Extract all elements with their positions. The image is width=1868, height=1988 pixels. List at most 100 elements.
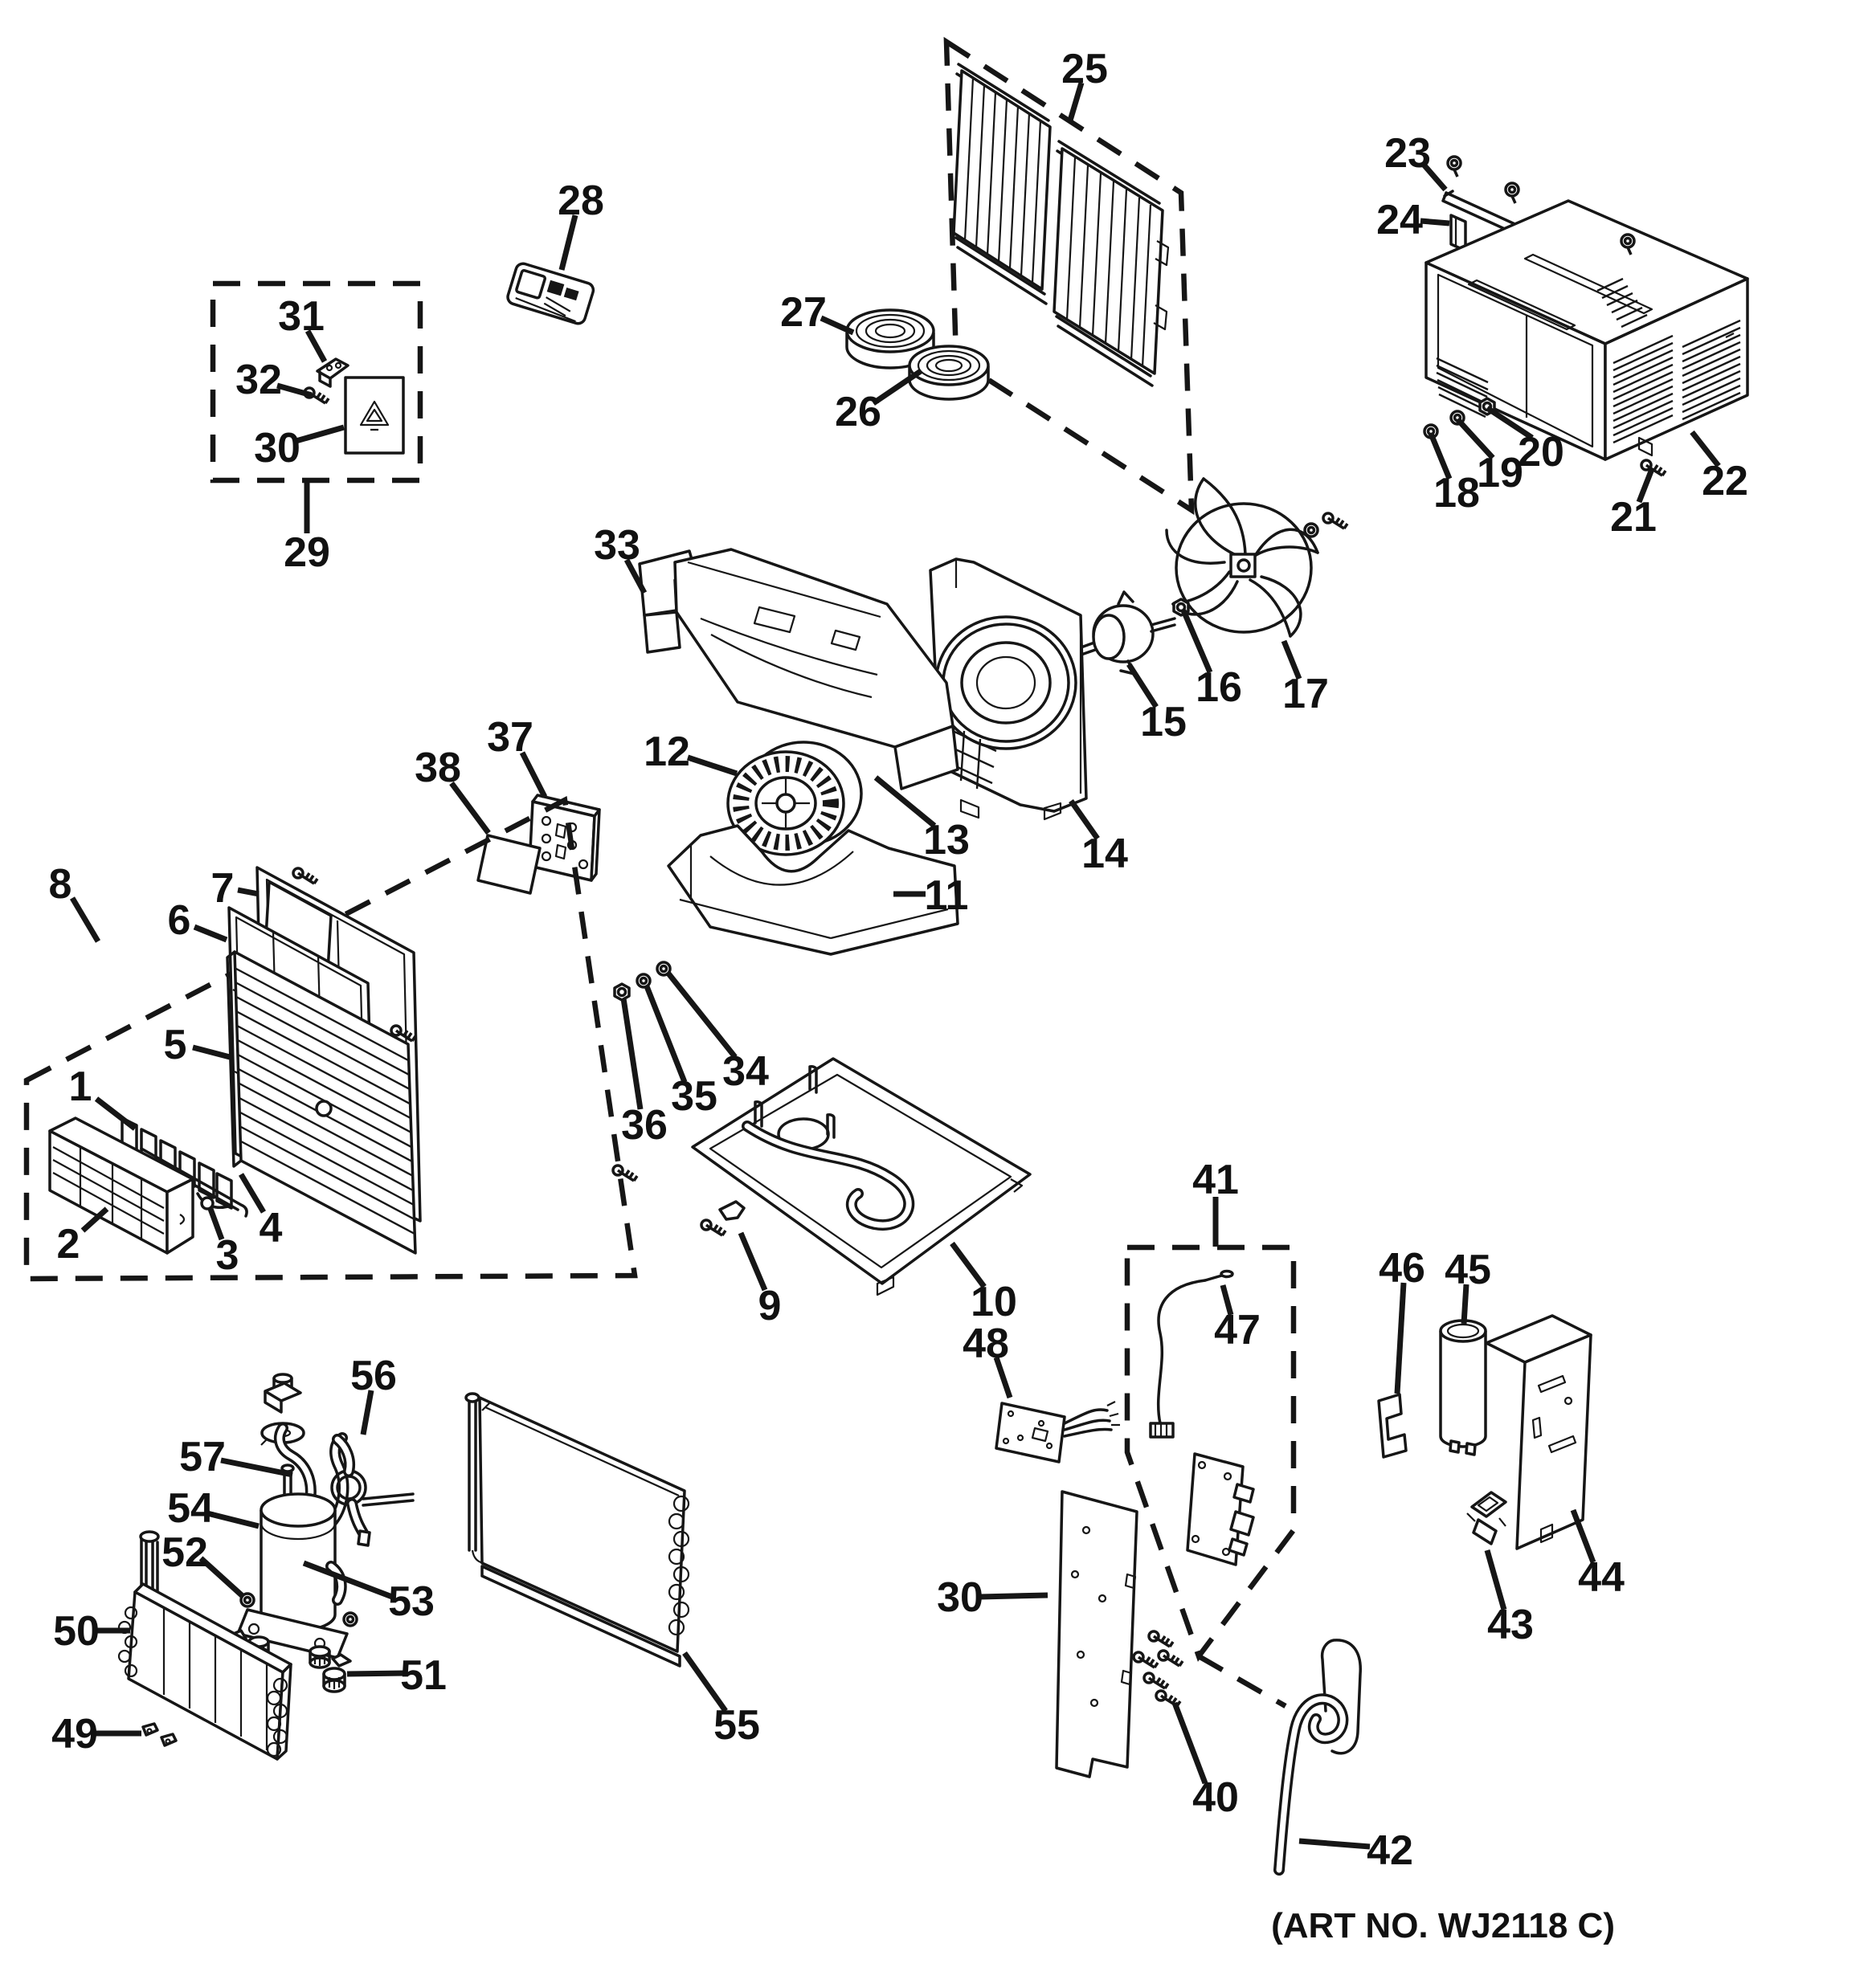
leader-line-32-31: [276, 382, 313, 398]
pcb-48: [995, 1401, 1120, 1463]
leader-line-30-56: [979, 1592, 1048, 1600]
part-label-32-31: 32: [235, 357, 282, 403]
louver-grille-2: [48, 1116, 194, 1255]
part-label-21-20: 21: [1610, 494, 1657, 541]
screw: [611, 1164, 639, 1182]
leader-line-4-3: [238, 1173, 267, 1214]
leader-line-12-11: [686, 754, 738, 777]
part-label-13-12: 13: [923, 817, 970, 863]
part-label-19-18: 19: [1477, 450, 1523, 496]
front-panel-5: [226, 950, 417, 1255]
part-label-17-16: 17: [1282, 671, 1329, 717]
leader-line-43-41: [1484, 1549, 1507, 1610]
screw: [1446, 155, 1462, 178]
leader-line-31-30: [305, 329, 328, 363]
part-label-42-40: 42: [1367, 1827, 1413, 1874]
part-label-6-5: 6: [168, 897, 191, 944]
part-label-30-29: 30: [254, 425, 300, 471]
part-label-47-45: 47: [1214, 1307, 1261, 1353]
part-label-56-54: 56: [350, 1353, 397, 1399]
washer: [342, 1611, 358, 1627]
part-label-31-30: 31: [278, 293, 325, 340]
leader-line-20-19: [1486, 406, 1534, 440]
electrical-group: [995, 1244, 1592, 1876]
part-label-45-43: 45: [1445, 1247, 1491, 1293]
tube-assembly-56: [330, 1434, 415, 1547]
leader-line-26-25: [872, 369, 922, 406]
leader-line-52-50: [198, 1556, 246, 1599]
leader-line-36-35: [620, 998, 644, 1110]
clip-46: [1377, 1393, 1408, 1459]
part-label-49-47: 49: [51, 1711, 98, 1757]
part-label-7-6: 7: [211, 865, 235, 912]
leader-line-51-49: [346, 1670, 407, 1677]
leader-line-45-43: [1461, 1284, 1469, 1325]
nut-36: [613, 982, 631, 1002]
part-label-3-2: 3: [216, 1232, 239, 1279]
leader-line-27-26: [820, 315, 855, 336]
power-cord-42: [1273, 1639, 1362, 1876]
leader-line-25-24: [1067, 82, 1085, 121]
leader-line-23-22: [1421, 162, 1448, 192]
part-label-23-22: 23: [1384, 130, 1431, 177]
control-bracket-44: [1485, 1314, 1592, 1550]
leader-line-18-17: [1428, 432, 1453, 480]
part-label-41-39: 41: [1192, 1157, 1239, 1203]
sealed-system-group: [117, 1373, 690, 1761]
part-label-53-51: 53: [388, 1578, 435, 1625]
part-label-2-1: 2: [57, 1221, 80, 1268]
part-label-12-11: 12: [644, 729, 690, 775]
clips-49: [141, 1722, 178, 1747]
part-label-40-38: 40: [1192, 1774, 1239, 1821]
leader-line-22-21: [1690, 430, 1721, 468]
accessory-kit-box: [210, 280, 423, 484]
air-guide-upper-33: [638, 548, 959, 790]
switch-43: [1466, 1491, 1507, 1545]
part-label-27-26: 27: [780, 289, 827, 336]
sticker-30: [344, 376, 405, 455]
screw: [1504, 182, 1520, 205]
part-label-44-42: 44: [1578, 1554, 1625, 1601]
leader-line-34-33: [666, 971, 738, 1059]
part-label-28-27: 28: [558, 178, 604, 224]
part-label-18-17: 18: [1433, 470, 1480, 516]
leader-line-21-20: [1636, 467, 1655, 504]
insulation-pad-38: [476, 834, 542, 895]
part-label-48-46: 48: [963, 1321, 1009, 1367]
leader-line-44-42: [1570, 1508, 1596, 1564]
foam-seal-26: [908, 345, 990, 401]
leader-line-13-12: [873, 775, 937, 828]
washer-35: [636, 973, 652, 989]
part-label-55-53: 55: [713, 1702, 760, 1749]
part-label-34-33: 34: [722, 1048, 769, 1095]
leader-line-1-0: [94, 1096, 137, 1131]
leader-line-3-2: [207, 1207, 225, 1241]
cabinet-group: [1303, 155, 1749, 538]
part-label-36-35: 36: [621, 1102, 668, 1149]
part-label-15-14: 15: [1140, 699, 1187, 745]
screw: [292, 867, 319, 885]
part-label-46-44: 46: [1379, 1245, 1425, 1292]
part-label-29-28: 29: [284, 529, 330, 576]
leader-line-48-46: [993, 1356, 1013, 1399]
part-label-43-41: 43: [1487, 1602, 1534, 1648]
foam-seal-27: [845, 308, 935, 369]
control-board-41: [1186, 1452, 1255, 1566]
fan-assembly: [924, 477, 1319, 821]
fan-shroud-14: [929, 557, 1088, 821]
part-label-20-19: 20: [1518, 429, 1564, 476]
leader-line-7-6: [237, 887, 260, 897]
screw: [1322, 512, 1349, 530]
side-bracket-24: [1449, 214, 1467, 252]
front-grille-kit: [23, 796, 638, 1282]
leader-line-54-52: [206, 1510, 260, 1529]
leader-line-33-32: [623, 558, 648, 594]
compressor-53: [228, 1423, 352, 1668]
remote-control: [506, 262, 595, 325]
leader-line-10-9: [950, 1241, 987, 1289]
part-label-37-36: 37: [487, 714, 533, 761]
art-number: (ART NO. WJ2118 C): [1271, 1906, 1615, 1945]
curtain-panel-right: [1053, 140, 1170, 387]
